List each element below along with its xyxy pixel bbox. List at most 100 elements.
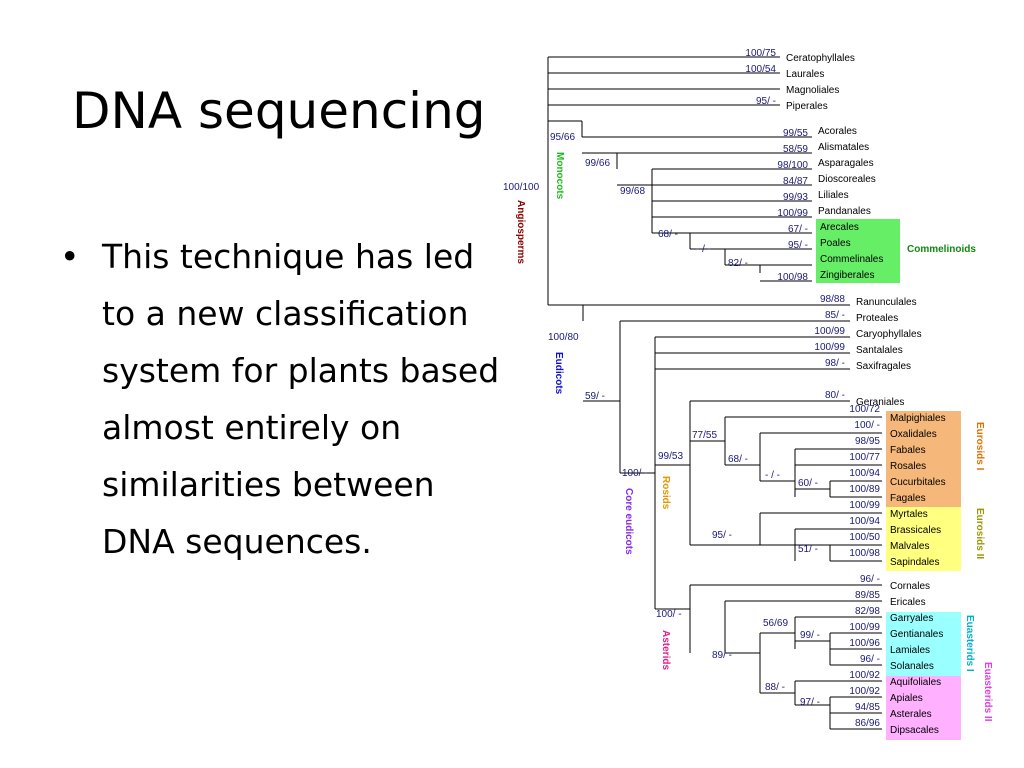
taxon-label: Arecales <box>820 222 859 233</box>
clade-label-euasterids1: Euasterids I <box>964 615 975 672</box>
taxon-label: Commelinales <box>820 254 883 265</box>
support-value: 98/88 <box>820 294 845 305</box>
taxon-label: Zingiberales <box>820 270 874 281</box>
support-value: 100/50 <box>849 532 880 543</box>
taxon-label: Poales <box>820 238 851 249</box>
support-value: 95/66 <box>550 132 575 143</box>
support-value: 82/ - <box>728 258 748 269</box>
support-value: 100/96 <box>849 638 880 649</box>
taxon-label: Magnoliales <box>786 85 839 96</box>
taxon-label: Ranunculales <box>856 297 917 308</box>
support-value: 89/85 <box>855 590 880 601</box>
taxon-label: Alismatales <box>818 142 869 153</box>
support-value: 100/75 <box>745 48 776 59</box>
taxon-label: Cucurbitales <box>890 477 946 488</box>
support-value: - / - <box>765 470 780 481</box>
support-value: 97/ - <box>800 697 820 708</box>
support-value: 68/ - <box>658 229 678 240</box>
support-value: 100/ - <box>854 420 880 431</box>
taxon-label: Gentianales <box>890 629 943 640</box>
slide-title: DNA sequencing <box>72 82 486 140</box>
support-value: 100/98 <box>849 548 880 559</box>
taxon-label: Pandanales <box>818 206 871 217</box>
support-value: 100/94 <box>849 516 880 527</box>
support-value: 51/ - <box>798 544 818 555</box>
clade-label-angiosperms: Angiosperms <box>515 200 526 264</box>
eurosids1-box <box>886 411 961 507</box>
taxon-label: Rosales <box>890 461 926 472</box>
taxon-label: Malpighiales <box>890 413 946 424</box>
taxon-label: Cornales <box>890 581 930 592</box>
taxon-label: Piperales <box>786 101 828 112</box>
taxon-label: Solanales <box>890 661 934 672</box>
support-value: 99/55 <box>783 128 808 139</box>
support-value: 95/ - <box>788 240 808 251</box>
support-value: 99/53 <box>658 451 683 462</box>
support-value: 80/ - <box>825 390 845 401</box>
support-value: 100/99 <box>777 208 808 219</box>
clade-label-core-eudicots: Core eudicots <box>623 488 634 555</box>
support-value: 58/59 <box>783 144 808 155</box>
support-value: 99/68 <box>620 186 645 197</box>
support-value: 98/95 <box>855 436 880 447</box>
support-value: 85/ - <box>825 310 845 321</box>
support-value: 59/ - <box>585 391 605 402</box>
taxon-label: Proteales <box>856 313 898 324</box>
support-value: 96/ - <box>860 574 880 585</box>
support-value: 100/80 <box>548 332 579 343</box>
support-value: 100/99 <box>849 500 880 511</box>
support-value: 100/99 <box>849 622 880 633</box>
clade-label-eudicots: Eudicots <box>553 352 564 395</box>
clade-label-monocots: Monocots <box>554 152 565 200</box>
taxon-label: Saxifragales <box>856 361 911 372</box>
support-value: 98/ - <box>825 358 845 369</box>
taxon-label: Brassicales <box>890 525 941 536</box>
support-value: - / - <box>696 244 711 255</box>
support-value: 100/99 <box>814 326 845 337</box>
bullet-text: This technique has led to a new classifi… <box>102 237 500 561</box>
support-value: 99/66 <box>585 158 610 169</box>
support-value: 100/99 <box>814 342 845 353</box>
clade-label-asterids: Asterids <box>660 630 671 670</box>
support-value: 89/ - <box>712 650 732 661</box>
support-value: 98/100 <box>777 160 808 171</box>
support-value: 100/100 <box>503 182 540 193</box>
taxon-label: Fagales <box>890 493 926 504</box>
eurosids2-box <box>886 507 961 571</box>
taxon-label: Fabales <box>890 445 926 456</box>
support-value: 100/92 <box>849 670 880 681</box>
support-value: 100/98 <box>777 272 808 283</box>
clade-label-commelinoids: Commelinoids <box>907 244 976 255</box>
support-value: 68/ - <box>728 454 748 465</box>
taxon-label: Acorales <box>818 126 857 137</box>
taxon-label: Dipsacales <box>890 725 939 736</box>
commelinoids-box <box>816 219 900 283</box>
taxon-label: Santalales <box>856 345 903 356</box>
taxon-label: Lamiales <box>890 645 930 656</box>
taxon-label: Malvales <box>890 541 929 552</box>
taxon-label: Asterales <box>890 709 932 720</box>
taxon-label: Dioscoreales <box>818 174 876 185</box>
support-value: 100/ - <box>656 609 682 620</box>
clade-label-rosids: Rosids <box>660 476 671 510</box>
support-value: 60/ - <box>798 478 818 489</box>
support-value: 99/ - <box>800 630 820 641</box>
euasterids2-box <box>886 676 961 740</box>
taxon-label: Aquifoliales <box>890 677 941 688</box>
support-value: 95/ - <box>712 530 732 541</box>
taxon-label: Ericales <box>890 597 926 608</box>
clade-label-eurosids2: Eurosids II <box>974 508 985 559</box>
support-value: 67/ - <box>788 224 808 235</box>
clade-label-euasterids2: Euasterids II <box>982 662 993 722</box>
support-value: 100/ - <box>622 468 648 479</box>
support-value: 100/77 <box>849 452 880 463</box>
taxon-label: Oxalidales <box>890 429 937 440</box>
support-value: 100/94 <box>849 468 880 479</box>
taxon-label: Geraniales <box>856 397 904 408</box>
taxon-label: Apiales <box>890 693 923 704</box>
euasterids1-box <box>886 612 961 676</box>
taxon-label: Sapindales <box>890 557 939 568</box>
support-value: 100/54 <box>745 64 776 75</box>
support-value: 100/72 <box>849 404 880 415</box>
